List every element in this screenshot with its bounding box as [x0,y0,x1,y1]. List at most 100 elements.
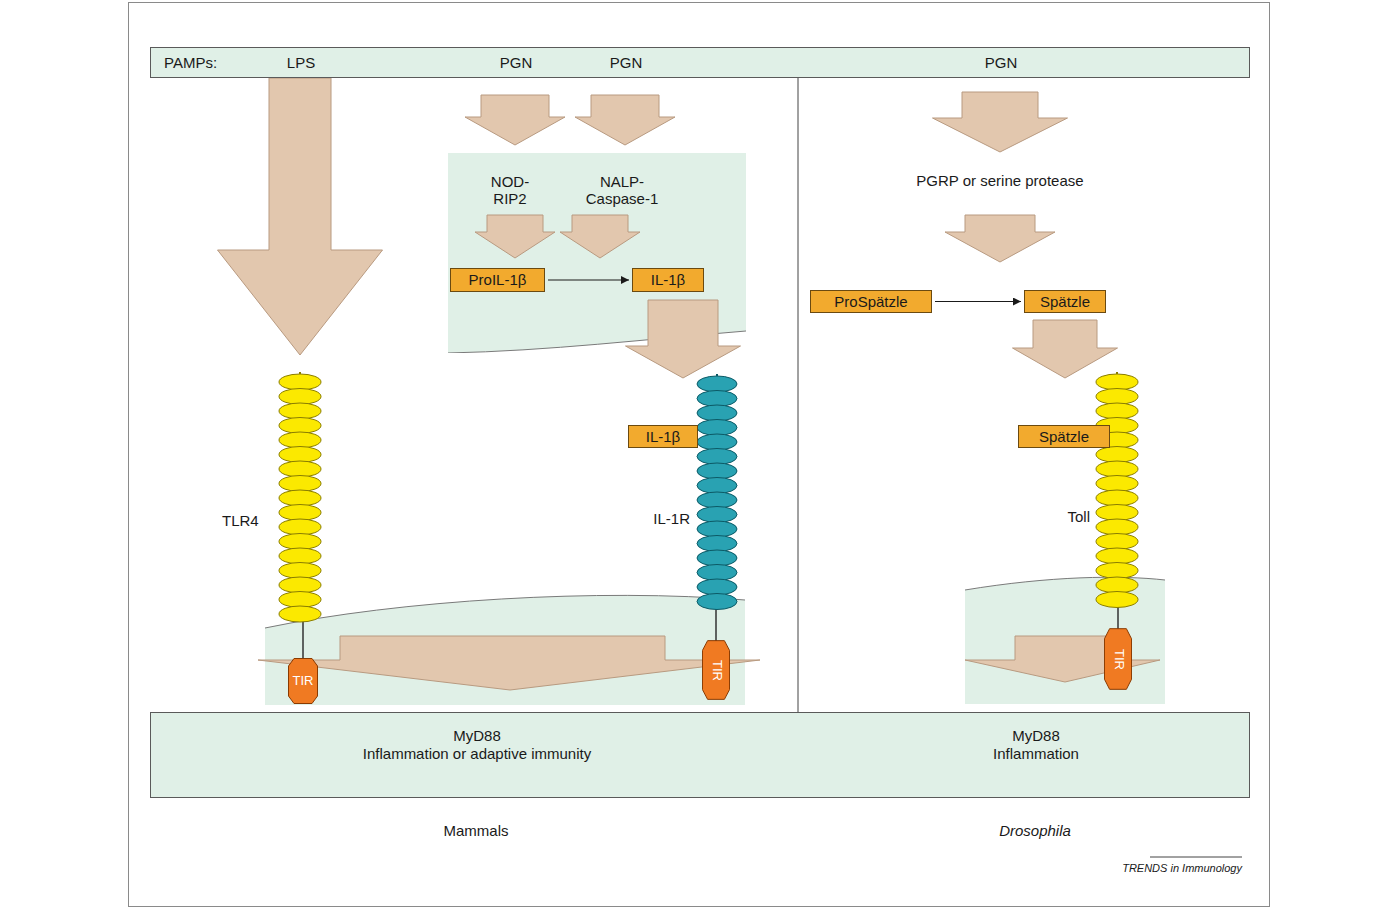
receptor-stem [302,617,304,659]
tir-domain: TIR [702,640,730,700]
block-arrow [560,215,640,258]
receptor-repeat [279,606,321,622]
credit-rule [1150,857,1242,858]
node-text: Inflammation [993,745,1079,762]
pamp-band: PAMPs: LPS PGN PGN PGN [150,47,1250,78]
node-text: IL-1β [646,428,680,445]
block-arrow [475,215,555,258]
receptor-repeat [1096,432,1138,448]
receptor-repeat [697,405,737,421]
receptor-repeat [279,389,321,405]
membrane-line [265,595,745,628]
block-arrow [575,95,675,145]
receptor-repeat [1096,490,1138,506]
figure-frame [129,3,1270,907]
sensor-label: PGRP or serine protease [916,172,1083,189]
receptor-repeat [1096,403,1138,419]
receptor-repeat [697,492,737,508]
signal-arrow [965,636,1160,682]
receptor-repeat [1096,389,1138,405]
block-arrow [218,78,383,355]
receptor-repeat [279,563,321,579]
receptor-repeat [1096,447,1138,463]
block-arrow [933,92,1068,152]
tir-hexagon [289,659,318,704]
receptor-repeat [279,476,321,492]
connector-arrow [548,279,629,280]
receptor-repeat [697,434,737,450]
block-arrow [945,215,1055,262]
receptor-repeat [279,577,321,593]
protein-box: Spätzle [1024,290,1106,313]
receptor-repeat [697,391,737,407]
receptor-repeat [1096,418,1138,434]
receptor-repeat [279,418,321,434]
cytoplasm-region [965,577,1165,704]
node-text: PGN [500,48,533,77]
receptor-repeat [697,536,737,552]
connector-arrow [935,301,1021,302]
receptor-repeat [697,521,737,537]
node-text: PGN [610,48,643,77]
receptor-repeat [697,565,737,581]
outcome-band: MyD88Inflammation or adaptive immunityMy… [150,712,1250,798]
node-text: Spätzle [1039,428,1089,445]
receptor-repeat [1096,519,1138,535]
panel-label: Drosophila [999,822,1071,839]
receptor-repeat [697,478,737,494]
receptor-repeat [1096,461,1138,477]
receptor-repeat [697,420,737,436]
node-text: TIR [1111,649,1126,670]
node-text: MyD88 [453,727,501,744]
node-text: Inflammation or adaptive immunity [363,745,591,762]
protein-box: ProIL-1β [450,268,545,292]
receptor-repeat [1096,534,1138,550]
block-arrow [626,300,741,378]
receptor-repeat [697,579,737,595]
panel-label: Mammals [443,822,508,839]
receptor-repeat [279,505,321,521]
receptor-repeat [279,548,321,564]
node-text: NALP- Caspase-1 [584,173,660,208]
receptor-repeat [279,519,321,535]
node-text: PAMPs: [164,48,217,77]
receptor-repeat [1096,577,1138,593]
receptor-repeat [279,592,321,608]
block-arrow [1013,320,1118,378]
receptor-name: IL-1R [653,510,690,527]
ligand-box: IL-1β [628,425,698,448]
receptor-name: TLR4 [222,512,259,529]
receptor-repeat [279,490,321,506]
node-text: MyD88 [1012,727,1060,744]
receptor-repeat [279,461,321,477]
receptor-repeat [279,432,321,448]
receptor-repeat [1096,563,1138,579]
receptor-repeat [697,550,737,566]
receptor-name: Toll [1067,508,1090,525]
protein-box: ProSpätzle [810,290,932,313]
receptor-repeat [697,376,737,392]
protein-box: IL-1β [632,268,704,292]
receptor-repeat [1096,505,1138,521]
node-text: PGN [985,48,1018,77]
receptor-repeat [279,534,321,550]
node-text: NOD- RIP2 [483,173,538,208]
receptor-repeat [279,447,321,463]
ligand-box: Spätzle [1018,425,1110,448]
receptor-repeat [1096,548,1138,564]
receptor-repeat [697,449,737,465]
journal-credit: TRENDS in Immunology [1122,862,1242,875]
node-text: IL-1β [651,271,685,288]
node-text: TIR [709,660,724,681]
node-text: TIR [293,674,314,689]
tir-hexagon [1104,629,1131,690]
tir-domain: TIR [1104,628,1132,690]
node-text: LPS [287,48,315,77]
receptor-repeat [1096,592,1138,608]
receptor-repeat [1096,476,1138,492]
receptor-repeat [279,374,321,390]
receptor-repeat [697,507,737,523]
tir-domain: TIR [288,658,318,704]
node-text: ProIL-1β [469,271,527,288]
receptor-repeat [697,594,737,610]
